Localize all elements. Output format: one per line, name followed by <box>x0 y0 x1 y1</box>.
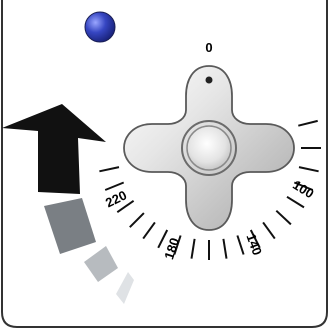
dial-tick <box>263 222 275 238</box>
dial-tick <box>298 121 317 126</box>
knob-pointer-dot <box>206 77 213 84</box>
dial-label-140: 140 <box>243 232 265 258</box>
dial-tick <box>223 239 226 259</box>
status-led-icon <box>85 12 115 42</box>
dial-label-0: 0 <box>205 40 212 55</box>
dial-tick <box>192 239 195 259</box>
dial-label-180: 180 <box>161 236 182 261</box>
cross-knob-icon[interactable] <box>124 66 294 230</box>
dial-tick <box>143 222 155 238</box>
dial-tick <box>299 167 319 171</box>
dial-tick <box>276 211 291 225</box>
dial-tick <box>130 213 144 227</box>
dial-tick <box>287 197 304 208</box>
dial-tick <box>237 236 243 255</box>
dial-label-100: 100 <box>290 177 316 201</box>
dial-tick <box>99 167 119 171</box>
